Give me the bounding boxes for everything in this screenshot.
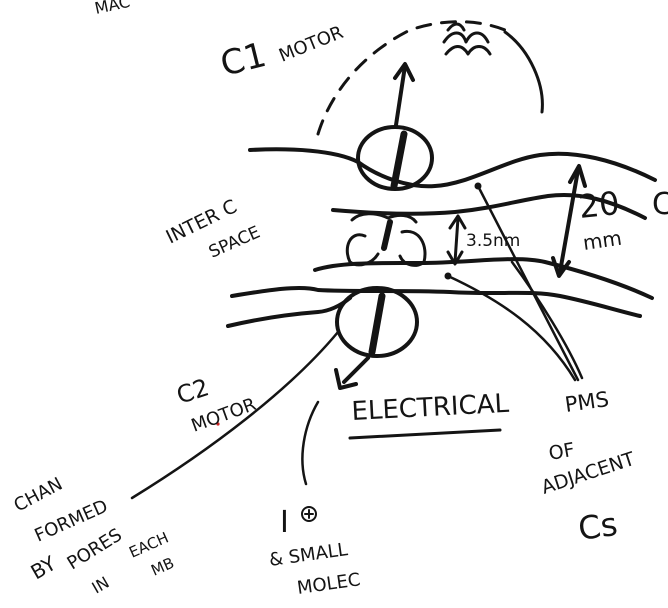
pms-label: PMS: [563, 387, 610, 417]
lower-membrane-bottom-line: [232, 288, 640, 316]
middle-protein-right: [400, 231, 425, 265]
top-cut-label: MAC: [93, 0, 132, 18]
thickness-unit: mm: [581, 226, 623, 255]
channel-label-line5: IN: [89, 573, 113, 598]
pms-of-label: OF: [547, 439, 576, 465]
thickness-measure-line: [560, 170, 578, 272]
ion-charge-symbol: [302, 507, 316, 521]
thickness-value: 20: [577, 184, 621, 226]
squiggle-mark-2: [446, 47, 490, 55]
pms-cells-label: Cs: [576, 505, 620, 548]
middle-protein-top: [352, 214, 416, 222]
ion-label: I: [280, 505, 289, 540]
channel-label-line1: CHAN: [10, 474, 66, 517]
squiggle-mark-1: [444, 33, 488, 42]
cell2-label: C2: [173, 373, 212, 410]
signal-arrow-down: [344, 358, 368, 382]
middle-protein-left: [347, 235, 378, 265]
molecules-label: MOLEC: [296, 569, 362, 599]
pore-stroke-middle: [384, 222, 390, 248]
small-label: & SMALL: [268, 539, 349, 571]
top-arc-right: [505, 32, 542, 112]
gap-measure-line: [455, 218, 458, 262]
pore-stroke-lower: [372, 296, 382, 352]
gap-label: 3.5nm: [466, 231, 520, 251]
upper-membrane-top-line: [250, 149, 655, 186]
channel-label-line7: MB: [148, 554, 177, 580]
lower-membrane-left-extension: [228, 298, 350, 326]
channel-label-line3: BY: [27, 551, 61, 585]
cell1-label: C1: [217, 35, 271, 85]
squiggle-mark-3: [448, 24, 464, 30]
ion-pointer-line: [302, 402, 318, 484]
electrical-label: ELECTRICAL: [351, 389, 510, 427]
cell1-motor-label: MOTOR: [276, 22, 346, 67]
right-cut-label: C: [652, 187, 668, 222]
pore-stroke-upper: [394, 134, 404, 186]
electrical-underline: [350, 430, 500, 438]
space-label: SPACE: [206, 222, 263, 262]
